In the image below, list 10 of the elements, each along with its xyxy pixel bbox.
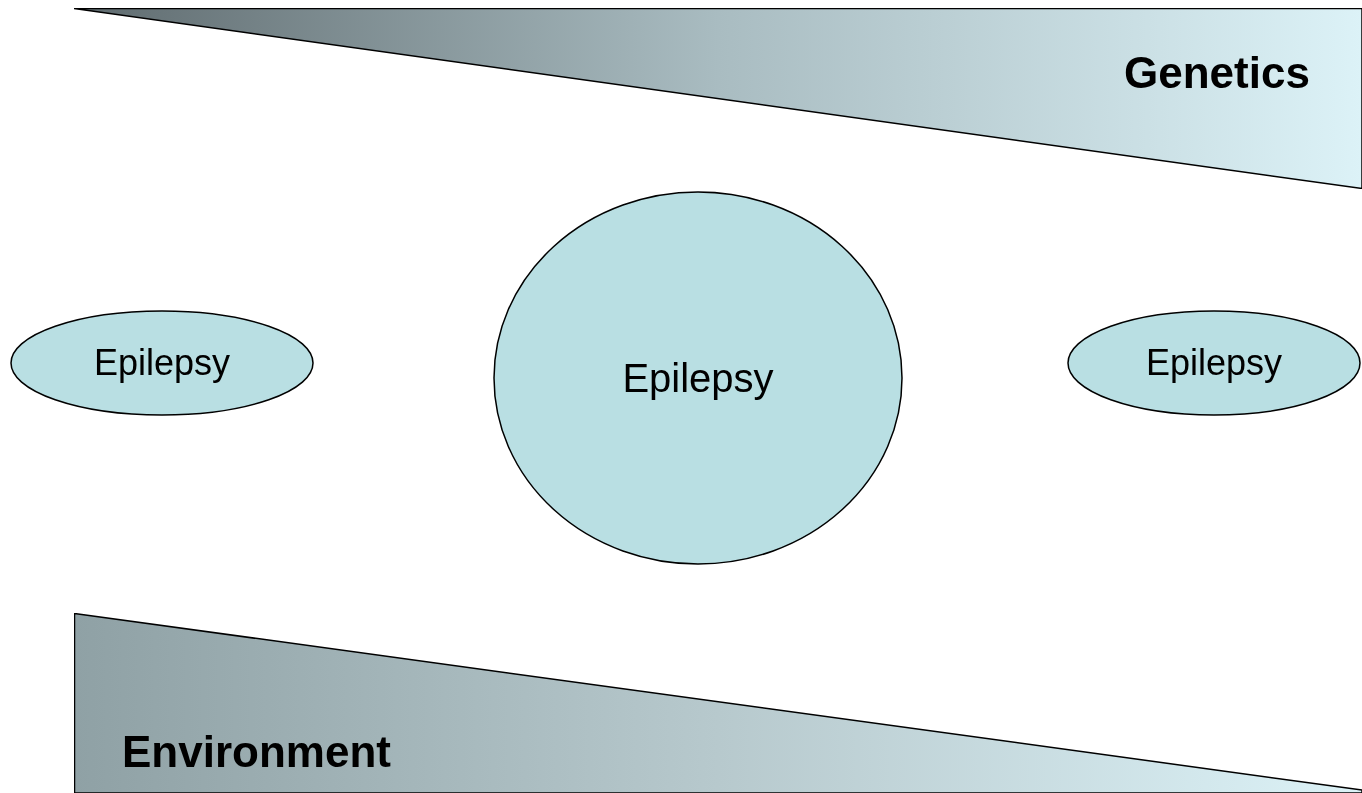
node-label: Genetics (1124, 47, 1310, 99)
node-label: Epilepsy (622, 355, 774, 402)
node-label: Epilepsy (93, 341, 231, 385)
environment-wedge (74, 613, 1362, 793)
epilepsy-circle (493, 191, 903, 565)
genetics-wedge (74, 8, 1362, 189)
epilepsy-ellipse (10, 310, 314, 416)
node-label: Environment (122, 726, 391, 778)
epilepsy-ellipse (1067, 310, 1361, 416)
node-label: Epilepsy (1145, 341, 1283, 385)
